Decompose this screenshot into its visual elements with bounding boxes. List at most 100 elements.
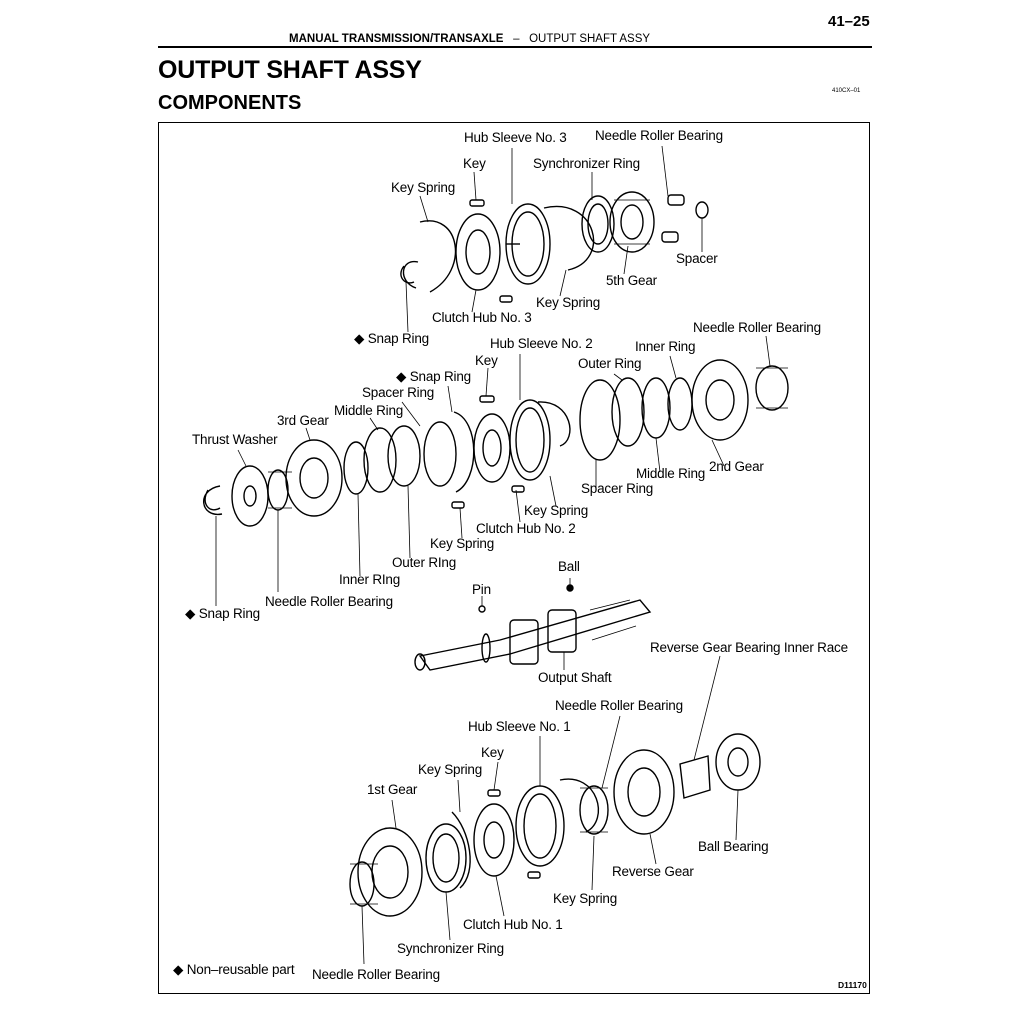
key-spring-top-right-part [543,205,595,271]
label-key-spring-top-right: Key Spring [536,295,601,310]
needle-bearing-bottom-part [349,861,375,907]
label-reverse-inner-race: Reverse Gear Bearing Inner Race [650,640,848,655]
spacer-top-part [695,201,709,219]
label-first-gear: 1st Gear [367,782,418,797]
label-hub-sleeve-3: Hub Sleeve No. 3 [464,130,567,145]
label-non-reusable: ◆ Non–reusable part [173,962,295,977]
clutch-hub-3-part [455,213,501,291]
label-key-low: Key [481,745,504,760]
label-needle-bearing-low: Needle Roller Bearing [555,698,683,713]
label-outer-ring-left: Outer RIng [392,555,457,570]
output-shaft-part [418,599,652,671]
second-gear-part [691,359,749,441]
label-second-gear: 2nd Gear [709,459,764,474]
middle-ring-left-part [363,427,397,493]
label-needle-bearing-bottom: Needle Roller Bearing [312,967,440,982]
label-hub-sleeve-1: Hub Sleeve No. 1 [468,719,571,734]
figure-code: D11170 [838,980,867,990]
label-fifth-gear: 5th Gear [606,273,657,288]
needle-bearing-top-part [667,194,685,206]
needle-bearing-mid-part [755,365,789,411]
middle-ring-right-part [641,377,671,439]
clutch-hub-2-part [473,413,511,483]
outer-ring-left-part [387,425,421,487]
output-shaft-assembly [414,584,652,671]
key-mid-part [479,395,495,403]
thrust-washer-part [231,465,269,527]
hub-sleeve-2-part [509,399,551,481]
leader-lines [215,145,771,965]
label-key-spring-top-left: Key Spring [391,180,456,195]
label-key-spring-low-right: Key Spring [553,891,618,906]
label-sync-ring-top: Synchronizer Ring [533,156,640,171]
key-spring-mid-right-part [537,401,571,447]
clutch-hub-1-part [473,803,515,877]
running-head: MANUAL TRANSMISSION/TRANSAXLE – OUTPUT S… [289,33,650,45]
label-thrust-washer: Thrust Washer [192,432,278,447]
page-subtitle: COMPONENTS [158,92,302,114]
page-title: OUTPUT SHAFT ASSY [158,56,422,84]
snap-ring-mid-part [453,411,475,493]
label-needle-bearing-top: Needle Roller Bearing [595,128,723,143]
diagram-frame [158,122,870,994]
label-hub-sleeve-2: Hub Sleeve No. 2 [490,336,593,351]
running-head-subsection: OUTPUT SHAFT ASSY [529,33,651,45]
label-clutch-hub-1: Clutch Hub No. 1 [463,917,563,932]
label-spacer-ring-right: Spacer Ring [581,481,654,496]
snap-ring-left-part [203,485,223,515]
small-figure-code: 410CX–01 [832,88,861,94]
running-head-section: MANUAL TRANSMISSION/TRANSAXLE [289,33,504,45]
label-ball: Ball [558,559,580,574]
needle-bearing-low-part [579,785,609,835]
label-needle-bearing-left: Needle Roller Bearing [265,594,393,609]
ball-bearing-part [715,733,761,791]
running-head-separator: – [513,33,520,45]
inner-ring-right-part [667,377,693,431]
label-third-gear: 3rd Gear [277,413,329,428]
bottom-assembly [349,733,761,917]
hub-sleeve-1-part [515,785,565,867]
top-assembly [400,191,709,303]
pin-part [478,605,486,613]
label-key-spring-mid-right: Key Spring [524,503,589,518]
header-rule [158,46,872,48]
label-middle-ring-right: Middle Ring [636,466,706,481]
label-snap-ring-top: ◆ Snap Ring [354,331,429,346]
label-key-top: Key [463,156,486,171]
page-number: 41–25 [828,13,870,30]
reverse-gear-part [613,749,675,835]
key-spring-low-left-part [451,811,471,889]
label-key-mid: Key [475,353,498,368]
label-inner-ring-left: Inner RIng [339,572,401,587]
label-pin: Pin [472,582,491,597]
outer-ring-right-part [611,377,645,447]
label-ball-bearing: Ball Bearing [698,839,769,854]
fifth-gear-part [609,191,655,253]
key-spring-low-right-part [559,778,600,833]
label-needle-bearing-mid: Needle Roller Bearing [693,320,821,335]
label-reverse-gear: Reverse Gear [612,864,694,879]
snap-ring-top-part [400,261,419,289]
spacer-ring-left-part [423,421,457,487]
label-clutch-hub-3: Clutch Hub No. 3 [432,310,532,325]
key-spring-top-left-part [419,220,457,293]
spacer-ring-right-part [579,379,621,461]
label-inner-ring-right: Inner Ring [635,339,696,354]
label-snap-ring-mid: ◆ Snap Ring [396,369,471,384]
label-middle-ring-left: Middle Ring [334,403,404,418]
key-top-part [469,199,485,207]
key-low-part [487,789,501,797]
label-outer-ring-right: Outer Ring [578,356,642,371]
label-spacer-top: Spacer [676,251,718,266]
reverse-inner-race-part [679,755,711,799]
label-key-spring-mid-left: Key Spring [430,536,495,551]
label-output-shaft: Output Shaft [538,670,612,685]
label-key-spring-low-left: Key Spring [418,762,483,777]
first-gear-part [357,827,423,917]
needle-bearing-left-part [267,469,289,511]
label-spacer-ring-left: Spacer Ring [362,385,435,400]
sync-ring-top-part [581,195,615,253]
third-gear-part [285,439,343,517]
label-sync-ring-low: Synchronizer Ring [397,941,504,956]
